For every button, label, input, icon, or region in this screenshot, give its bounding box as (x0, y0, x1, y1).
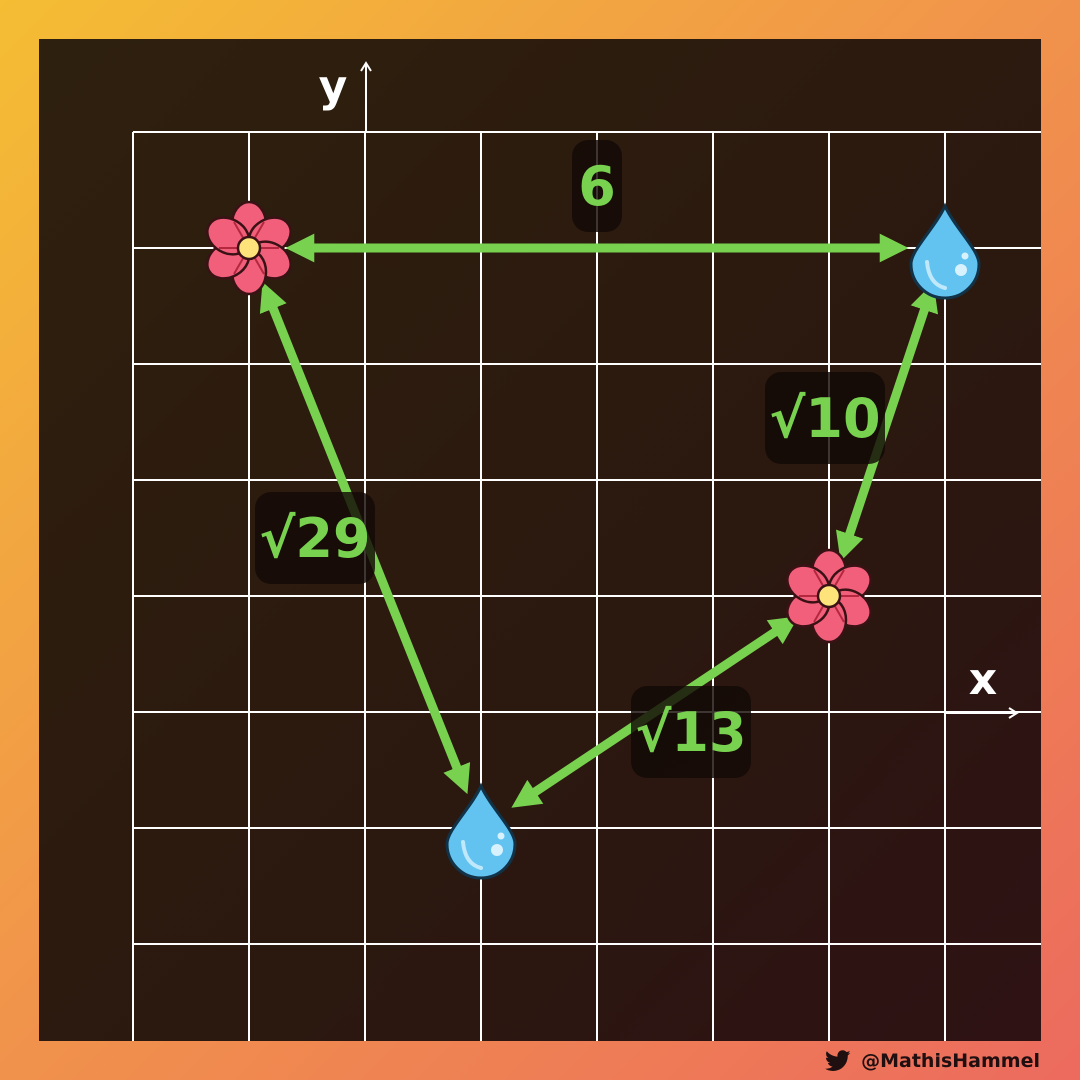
flower-icon (786, 548, 872, 644)
water-drop-icon (909, 202, 981, 300)
author-handle: @MathisHammel (861, 1050, 1040, 1072)
y-axis-arrow-icon (360, 61, 372, 72)
distance-label-background (765, 372, 885, 464)
y-axis-label: y (319, 61, 348, 112)
distance-label: √29 (259, 507, 370, 570)
distance-label-background (255, 492, 375, 584)
water-drop-icon (445, 782, 517, 880)
distance-label-background (572, 140, 622, 232)
distance-label: √10 (769, 387, 880, 450)
distance-arrow (835, 282, 939, 562)
distance-label: √13 (635, 701, 746, 764)
diagram-board: y x 6 √10 √29 √13 (39, 39, 1041, 1041)
x-axis-arrow-icon (1008, 707, 1019, 719)
distance-label-background (631, 686, 751, 778)
distance-labels: 6 √10 √29 √13 (255, 140, 885, 778)
author-credit: @MathisHammel (825, 1046, 1040, 1076)
points (206, 200, 981, 880)
distance-label: 6 (578, 155, 616, 218)
twitter-bird-icon (825, 1050, 851, 1071)
x-axis-label: x (969, 654, 997, 705)
coordinate-diagram: y x 6 √10 √29 √13 (132, 61, 1041, 1041)
axes: y x (319, 61, 1019, 719)
flower-icon (206, 200, 292, 296)
